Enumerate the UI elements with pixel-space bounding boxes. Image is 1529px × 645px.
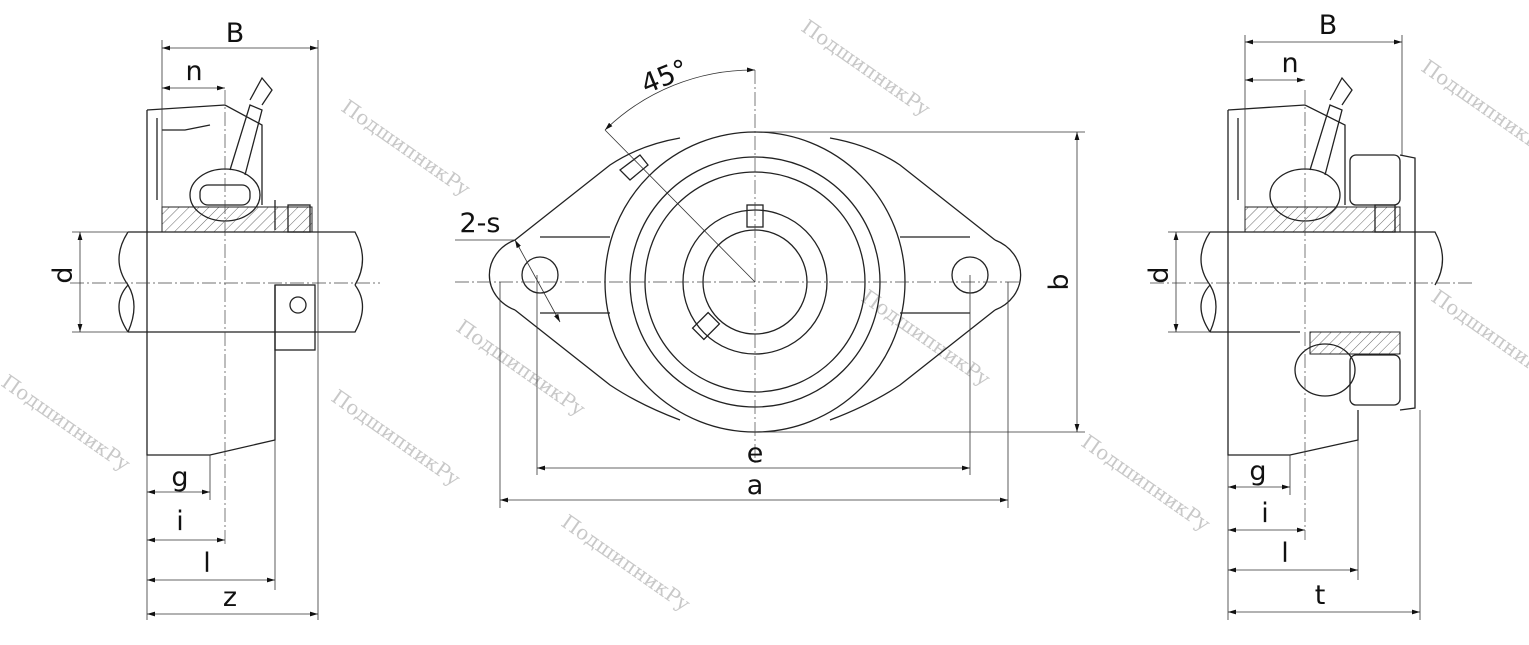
dim-label-l: l	[1281, 538, 1289, 569]
dim-label-l: l	[203, 548, 211, 579]
dim-label-d: d	[1144, 266, 1175, 283]
dim-label-b: b	[1044, 273, 1075, 290]
watermark: ПодшипникРу	[1417, 54, 1529, 161]
dim-label-e: e	[747, 438, 764, 469]
dim-label-i: i	[176, 506, 184, 537]
dim-label-d: d	[48, 266, 79, 283]
dim-label-t: t	[1315, 580, 1326, 611]
watermark: ПодшипникРу	[452, 314, 590, 421]
watermark: ПодшипникРу	[0, 369, 135, 476]
dim-label-a: a	[747, 470, 764, 501]
watermark: ПодшипникРу	[337, 94, 475, 201]
watermark: ПодшипникРу	[797, 14, 935, 121]
watermark: ПодшипникРу	[1427, 284, 1529, 391]
dim-label-B: B	[1319, 10, 1338, 41]
watermark: ПодшипникРу	[327, 384, 465, 491]
dim-label-g: g	[171, 462, 188, 493]
dim-label-g: g	[1249, 456, 1266, 487]
watermarks: ПодшипникРу ПодшипникРу ПодшипникРу Подш…	[0, 14, 1529, 616]
watermark: ПодшипникРу	[557, 509, 695, 616]
dim-label-n: n	[1281, 48, 1298, 79]
watermark: ПодшипникРу	[1077, 429, 1215, 536]
dim-label-B: B	[226, 18, 245, 49]
angle-label: 45°	[637, 54, 693, 101]
holes-label: 2-s	[460, 208, 501, 239]
front-view: 45° 2-s b e a	[455, 54, 1085, 508]
watermark: ПодшипникРу	[857, 284, 995, 391]
dim-label-i: i	[1261, 498, 1269, 529]
dim-label-z: z	[223, 582, 237, 613]
left-side-view: B n d g i l z	[48, 18, 380, 620]
right-side-view: B n d g i l t	[1144, 10, 1475, 620]
dim-label-n: n	[185, 56, 202, 87]
